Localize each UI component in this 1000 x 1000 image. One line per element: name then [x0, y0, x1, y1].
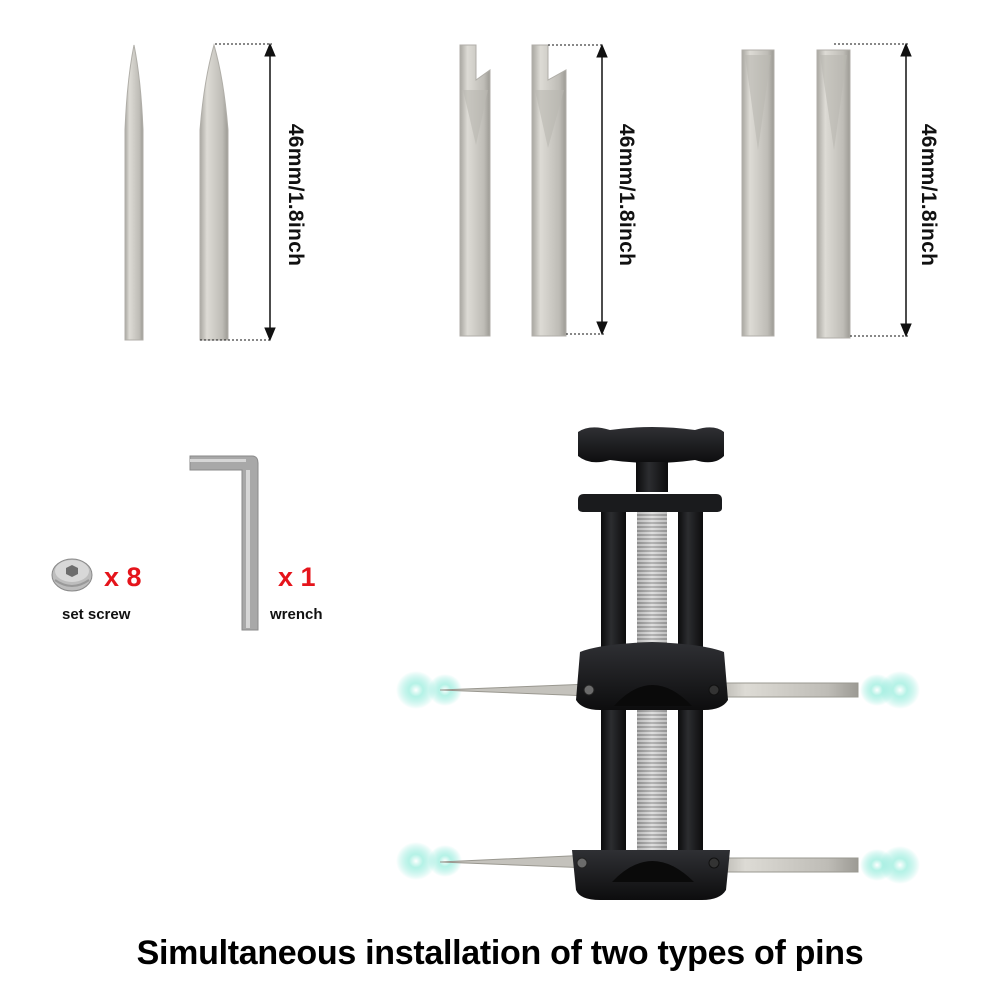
- product-caption: Simultaneous installation of two types o…: [136, 934, 864, 972]
- dimension-label-notched-pins: 46mm/1.8inch: [615, 123, 638, 267]
- flat-pin-pair: [741, 49, 851, 339]
- notched-pin: [459, 44, 491, 337]
- dimension-arrow: [200, 42, 276, 342]
- dimension-label-flat-pins: 46mm/1.8inch: [917, 123, 940, 267]
- set-screw-label: set screw: [62, 606, 131, 623]
- set-screw-image: [51, 558, 93, 592]
- conical-pin: [199, 43, 229, 341]
- hex-wrench-image: [189, 455, 259, 631]
- dimension-label-conical-pins: 46mm/1.8inch: [284, 123, 307, 267]
- wrench-label: wrench: [270, 606, 323, 623]
- notched-pin-pair: [459, 44, 567, 337]
- flat-pin: [816, 49, 851, 339]
- set-screw-quantity: x 8: [104, 562, 142, 592]
- conical-pin-pair: [124, 43, 229, 341]
- dimension-arrow: [834, 42, 912, 338]
- conical-pin: [124, 44, 144, 341]
- dimension-arrow: [548, 43, 608, 336]
- wrench-quantity: x 1: [278, 562, 316, 592]
- pin-installation-tool: [396, 427, 920, 900]
- flat-pin: [741, 49, 775, 337]
- notched-pin: [531, 44, 567, 337]
